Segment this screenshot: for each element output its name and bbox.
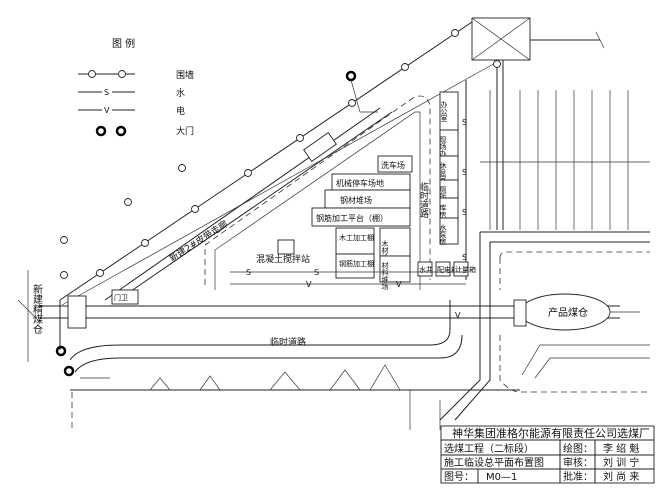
guard-box [111, 289, 139, 305]
legend-water-marker: S [104, 88, 109, 97]
label-rebar-processing: 钢筋加工棚 [339, 259, 374, 268]
car-wash-box [377, 155, 413, 173]
water-marker-3: S [462, 208, 467, 217]
label-machinery-parking: 机械停车场地 [336, 178, 384, 188]
legend: 图 例 围墙 S 水 V 电 大门 [78, 37, 194, 137]
distribution-box [435, 261, 451, 277]
wood-stack-box [379, 227, 411, 257]
water-marker-1: S [462, 118, 467, 127]
label-car-wash: 洗车场 [381, 160, 405, 170]
water-marker-6: S [314, 268, 319, 277]
rebar-processing-box [335, 253, 375, 279]
label-toilet: 厕所 [439, 186, 447, 201]
label-site-office: 现场办公室 [439, 136, 447, 171]
water-pump-box [439, 217, 459, 245]
gate-west-2-icon [63, 365, 75, 377]
wood-processing-box [335, 227, 375, 255]
material-stack-box [379, 255, 411, 283]
title-review-label: 审核： [563, 456, 593, 469]
top-right-structures [471, 17, 650, 230]
legend-power-marker: V [104, 106, 110, 115]
label-warehouse-store: 库房 [439, 203, 447, 219]
new-warehouse: 新建精煤仓 [17, 270, 43, 362]
legend-water-symbol: S [78, 86, 135, 97]
title-project: 选煤工程（二标段） [444, 442, 534, 455]
legend-gate-symbol [95, 125, 127, 137]
title-review-name: 刘 训 宁 [603, 456, 639, 469]
label-wood-stack: 木材堆场 [381, 239, 389, 269]
meter-box [453, 261, 469, 277]
gates [55, 70, 378, 377]
legend-power-symbol: V [78, 104, 135, 115]
corridor-west-box [67, 295, 87, 329]
title-block: 神华集团准格尔能源有限责任公司选煤厂 选煤工程（二标段） 绘图： 李 绍 魁 施… [440, 425, 655, 484]
water-marker-2: S [462, 168, 467, 177]
legend-label-power: 电 [176, 105, 185, 117]
label-lounge: 休息室 [439, 161, 447, 183]
steel-processing-box [311, 207, 411, 227]
legend-label-gate: 大门 [176, 125, 194, 137]
title-approve-name: 刘 尚 来 [603, 470, 639, 483]
title-drawing-name: 李 绍 魁 [603, 442, 639, 455]
title-sheet: 施工临设总平面布置图 [444, 456, 544, 469]
legend-label-water: 水 [176, 87, 185, 99]
label-gate-guard: 门卫 [114, 293, 128, 302]
title-drawing-label: 绘图： [563, 442, 593, 455]
title-approve-label: 批准： [563, 470, 593, 483]
label-material-stack: 材料堆场 [381, 261, 389, 291]
temp-road: 临时道路 [69, 95, 463, 373]
central-facilities: 洗车场 机械停车场地 临时道路 钢材堆场 钢筋加工平台（棚） 混凝土搅拌站 木工… [230, 155, 476, 291]
label-concrete-plant: 混凝土搅拌站 [256, 253, 310, 265]
bottom-road [70, 364, 520, 430]
water-marker-5: S [246, 268, 251, 277]
fence-line [59, 21, 501, 350]
label-temp-road-vertical: 临时道路 [418, 181, 429, 219]
label-wood-processing: 木工加工棚 [339, 233, 374, 242]
label-steel-stack: 钢材堆场 [340, 195, 372, 205]
well-box [417, 261, 433, 277]
label-product-warehouse: 产品煤仓 [548, 306, 588, 319]
label-water-pump: 水泵房 [439, 223, 447, 246]
office-column: 办公室 现场办公室 休息室 厕所 库房 水泵房 S S S S [439, 80, 467, 280]
label-meter-box: 计量箱 [455, 265, 476, 274]
gate-north-icon [345, 70, 357, 82]
right-road [439, 231, 650, 421]
label-distribution-box: 配电箱 [437, 265, 458, 274]
power-marker-2: V [306, 280, 312, 289]
power-marker-3: V [396, 280, 402, 289]
legend-title: 图 例 [112, 37, 135, 50]
legend-label-fence: 围墙 [176, 69, 194, 81]
label-well: 水井 [419, 265, 433, 274]
gate-west-1-icon [55, 345, 67, 357]
label-new-warehouse: 新建精煤仓 [31, 283, 43, 334]
label-temp-road: 临时道路 [270, 336, 306, 348]
title-number-label: 图号： [444, 471, 474, 483]
title-number-value: M0—1 [486, 472, 517, 483]
title-company: 神华集团准格尔能源有限责任公司选煤厂 [452, 426, 650, 440]
product-warehouse: 产品煤仓 [513, 293, 640, 331]
label-steel-processing: 钢筋加工平台（棚） [316, 213, 388, 223]
water-marker-4: S [462, 253, 467, 262]
label-office: 办公室 [440, 100, 448, 122]
grid-lines [480, 90, 650, 230]
power-marker: V [455, 311, 461, 320]
legend-fence-symbol [78, 70, 135, 78]
